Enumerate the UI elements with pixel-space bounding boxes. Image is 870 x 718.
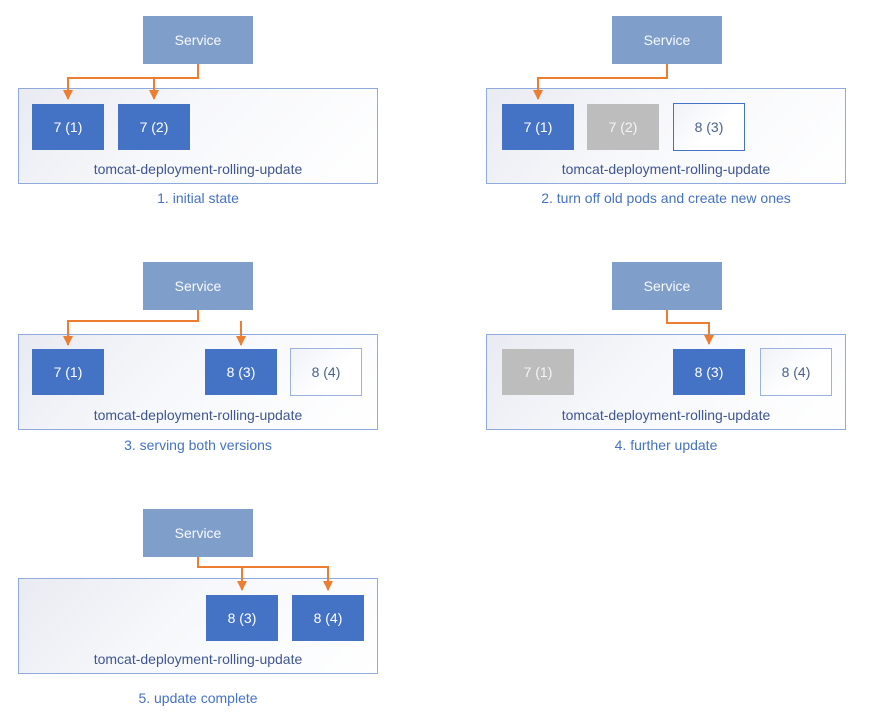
pod: 7 (1) xyxy=(502,349,574,395)
pod: 8 (3) xyxy=(205,349,277,395)
service-label: Service xyxy=(174,525,222,541)
deployment-label: tomcat-deployment-rolling-update xyxy=(93,161,303,177)
pod-label: 8 (4) xyxy=(781,364,811,380)
pod-label: 7 (1) xyxy=(53,119,83,135)
service-label: Service xyxy=(174,278,222,294)
pod: 7 (1) xyxy=(32,349,104,395)
panel-caption: 1. initial state xyxy=(157,190,239,206)
pod: 8 (4) xyxy=(292,595,364,641)
pod-label: 8 (3) xyxy=(227,610,257,626)
panel-caption: 2. turn off old pods and create new ones xyxy=(541,190,791,206)
deployment-label: tomcat-deployment-rolling-update xyxy=(93,407,303,423)
pod-label: 7 (2) xyxy=(139,119,169,135)
pod: 8 (3) xyxy=(673,103,745,151)
pod: 8 (4) xyxy=(290,348,362,396)
pod-label: 7 (1) xyxy=(523,119,553,135)
panel-caption: 3. serving both versions xyxy=(124,437,272,453)
pod: 8 (3) xyxy=(206,595,278,641)
service-label: Service xyxy=(643,278,691,294)
pod: 7 (2) xyxy=(118,104,190,150)
deployment-label: tomcat-deployment-rolling-update xyxy=(561,161,771,177)
pod: 8 (4) xyxy=(760,348,832,396)
pod-label: 8 (3) xyxy=(226,364,256,380)
deployment-label: tomcat-deployment-rolling-update xyxy=(561,407,771,423)
service-box: Service xyxy=(612,262,722,310)
pod-label: 8 (3) xyxy=(694,119,724,135)
pod-label: 8 (4) xyxy=(311,364,341,380)
pod-label: 7 (2) xyxy=(608,119,638,135)
pod-label: 8 (3) xyxy=(694,364,724,380)
pod-label: 7 (1) xyxy=(53,364,83,380)
panel-caption: 4. further update xyxy=(614,437,718,453)
deployment-label: tomcat-deployment-rolling-update xyxy=(93,651,303,667)
service-box: Service xyxy=(143,16,253,64)
panel-caption: 5. update complete xyxy=(138,690,258,706)
service-box: Service xyxy=(143,509,253,557)
pod: 7 (1) xyxy=(502,104,574,150)
pod: 8 (3) xyxy=(673,349,745,395)
pod-label: 7 (1) xyxy=(523,364,553,380)
service-box: Service xyxy=(143,262,253,310)
service-label: Service xyxy=(174,32,222,48)
pod-label: 8 (4) xyxy=(313,610,343,626)
pod: 7 (2) xyxy=(587,104,659,150)
service-box: Service xyxy=(612,16,722,64)
service-label: Service xyxy=(643,32,691,48)
pod: 7 (1) xyxy=(32,104,104,150)
